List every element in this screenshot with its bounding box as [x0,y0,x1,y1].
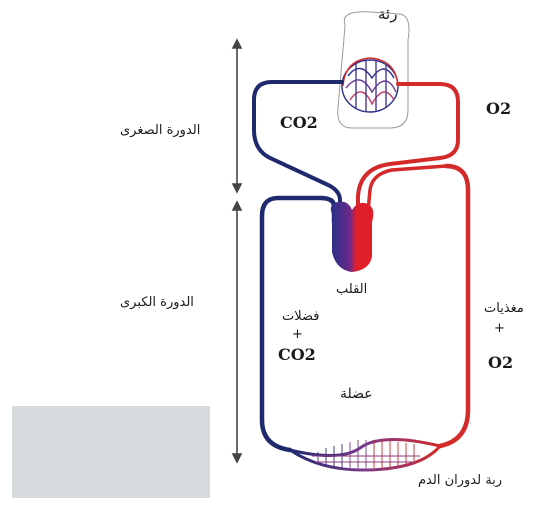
co2-top-label: CO2 [280,114,318,132]
organ-label: عضلة [340,386,373,402]
pulmonary-bracket [233,40,241,192]
capillary-mesh [312,440,420,468]
pulmonary-circuit-label: الدورة الصغرى [120,124,200,139]
co2-bottom-label: CO2 [278,346,316,364]
o2-bottom-label: O2 [488,354,513,372]
systemic-bracket [233,202,241,462]
waste-label: فضلات [282,310,319,325]
heart-label: القلب [336,283,367,298]
lung-label: رئة [378,6,397,23]
systemic-circuit-label: الدورة الكبرى [120,296,194,311]
waste-plus: + [292,328,303,343]
systemic-artery [440,166,468,446]
lung-capillaries [342,58,398,112]
capillary-network-label: ربة لدوران الدم [418,474,502,489]
heart-shape [331,202,373,272]
nutrients-label: مغذيات [484,302,524,317]
pulmonary-artery [254,82,342,212]
systemic-capillary-bed [290,439,440,470]
nutrients-plus: + [494,322,505,337]
o2-top-label: O2 [486,100,511,118]
aorta-branch [368,166,446,212]
